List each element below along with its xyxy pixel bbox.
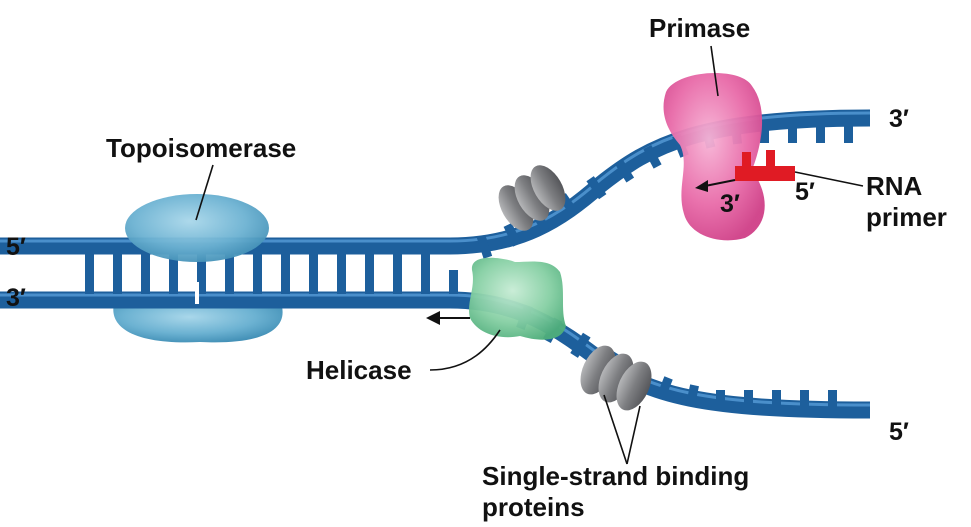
helicase-protein [469, 258, 566, 340]
helicase-direction-arrow [426, 311, 470, 325]
rna-primer [735, 150, 795, 181]
primer-3prime-label: 3′ [720, 190, 740, 218]
ssb-leader-2 [627, 406, 640, 464]
rna-primer-label-line1: RNA [866, 172, 922, 200]
right-top-end-label: 3′ [889, 105, 909, 133]
ssb-label-line1: Single-strand binding [482, 462, 749, 490]
ssb-label-line2: proteins [482, 493, 585, 521]
rna-primer-label-line2: primer [866, 203, 947, 231]
primer-5prime-label: 5′ [795, 178, 815, 206]
right-bottom-end-label: 5′ [889, 418, 909, 446]
helicase-leader [430, 330, 500, 370]
left-top-end-label: 5′ [6, 233, 26, 261]
left-bottom-end-label: 3′ [6, 284, 26, 312]
topoisomerase-label: Topoisomerase [106, 134, 296, 162]
helicase-label: Helicase [306, 356, 412, 384]
primase-label: Primase [649, 14, 750, 42]
topoisomerase-upper-lobe [125, 194, 269, 262]
